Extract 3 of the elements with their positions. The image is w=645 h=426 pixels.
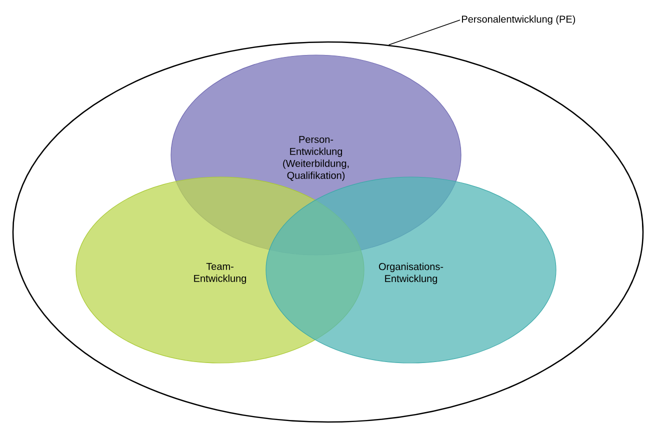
ellipse-shape bbox=[12, 41, 644, 423]
leader-line bbox=[388, 20, 460, 46]
label-text: Personalentwicklung (PE) bbox=[462, 15, 576, 25]
